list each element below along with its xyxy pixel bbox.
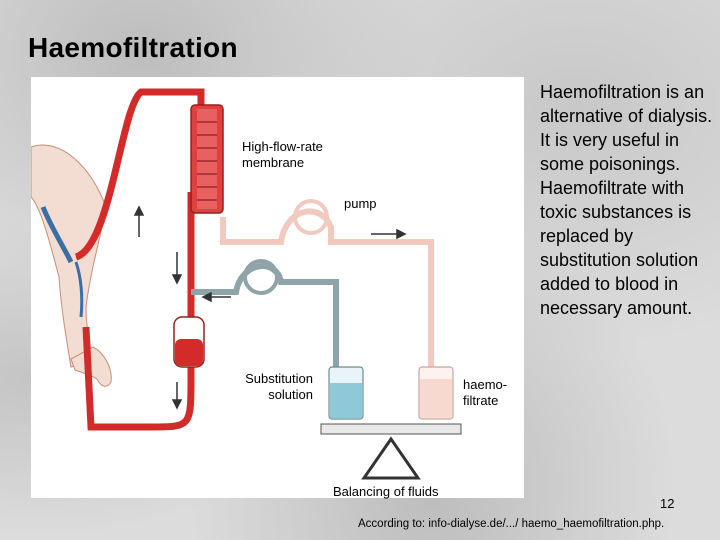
substitution-label: Substitution solution — [245, 371, 313, 402]
flow-arrows — [133, 205, 407, 410]
slide-title: Haemofiltration — [28, 32, 238, 63]
balancing-label: Balancing of fluids — [333, 484, 439, 499]
substitution-pump-icon — [243, 259, 279, 295]
source-citation: According to: info-dialyse.de/.../ haemo… — [358, 518, 665, 530]
substitution-container — [328, 366, 364, 420]
blood-line-venous — [82, 192, 195, 431]
pump-label: pump — [344, 196, 377, 211]
haemofiltrate-label: haemo- filtrate — [463, 377, 508, 408]
page-number: 12 — [660, 496, 675, 511]
blood-line-arterial — [74, 88, 205, 261]
filtrate-pump-icon — [293, 199, 329, 235]
balance-scale — [320, 423, 462, 480]
diagram-drawing — [31, 88, 462, 480]
haemofiltrate-container — [418, 366, 454, 420]
membrane-label: High-flow-rate membrane — [242, 139, 323, 170]
drip-chamber — [173, 316, 205, 368]
substitution-line — [191, 263, 339, 367]
filtrate-line — [220, 208, 434, 367]
haemofiltration-diagram: High-flow-rate membrane pump Substitutio… — [31, 77, 524, 499]
high-flow-membrane-filter — [190, 104, 224, 214]
arm-illustration — [31, 144, 112, 387]
description-text: Haemofiltration is an alternative of dia… — [540, 82, 713, 318]
